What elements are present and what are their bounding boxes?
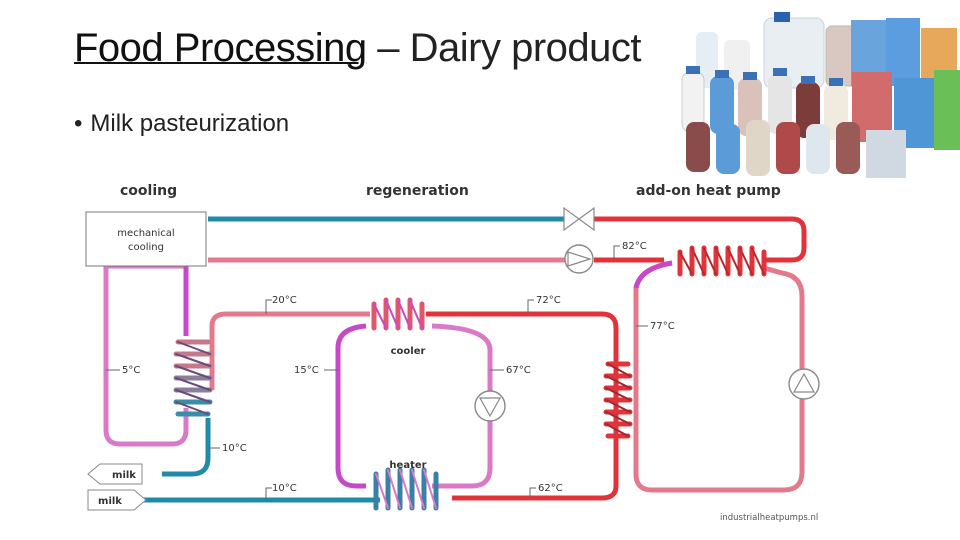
mechanical-cooling-label-1: mechanical bbox=[117, 228, 174, 239]
temp-15: 15°C bbox=[294, 365, 319, 376]
heater-coil bbox=[373, 467, 439, 511]
temp-72: 72°C bbox=[536, 295, 561, 306]
slide-title-main: Food Processing bbox=[74, 26, 367, 70]
label-heat-pump: add-on heat pump bbox=[636, 183, 781, 199]
label-heater: heater bbox=[389, 460, 426, 471]
temp-67: 67°C bbox=[506, 365, 531, 376]
pump-icon-right bbox=[788, 368, 820, 400]
intermediate-loop-left bbox=[335, 323, 367, 489]
temp-10-out: 10°C bbox=[222, 443, 247, 454]
slide-title: Food Processing – Dairy product bbox=[74, 26, 642, 71]
bullet-point: • Milk pasteurization bbox=[74, 110, 289, 138]
milk-in-arrow: milk bbox=[87, 489, 147, 511]
cooler-coil bbox=[371, 297, 425, 331]
cooling-coil bbox=[173, 339, 213, 417]
heat-pump-upper-pipe bbox=[592, 216, 807, 263]
milk-line-to-cooler bbox=[209, 311, 370, 390]
heater-outlet-line bbox=[452, 444, 619, 501]
milk-out-label: milk bbox=[112, 470, 136, 481]
pump-icon-middle bbox=[474, 390, 506, 422]
slide-title-rest: – Dairy product bbox=[366, 26, 641, 70]
milk-out-arrow: milk bbox=[87, 463, 143, 485]
label-cooler: cooler bbox=[391, 346, 426, 357]
temp-82: 82°C bbox=[622, 241, 647, 252]
temp-62: 62°C bbox=[538, 483, 563, 494]
temp-77: 77°C bbox=[650, 321, 675, 332]
label-cooling: cooling bbox=[120, 183, 177, 199]
heat-pump-condenser-coil bbox=[677, 245, 767, 277]
bullet-text: Milk pasteurization bbox=[90, 110, 290, 137]
pasteurization-diagram: mechanical cooling bbox=[85, 183, 820, 523]
temp-20: 20°C bbox=[272, 295, 297, 306]
pump-icon-top bbox=[564, 244, 594, 274]
temp-5: 5°C bbox=[122, 365, 140, 376]
milk-out-line bbox=[162, 418, 211, 477]
regenerator-coil bbox=[603, 361, 633, 439]
milk-in-label: milk bbox=[98, 496, 122, 507]
bullet-dot: • bbox=[74, 110, 83, 137]
dairy-products-photo bbox=[676, 12, 960, 184]
label-regeneration: regeneration bbox=[366, 183, 469, 199]
mechanical-cooling-label-2: cooling bbox=[128, 242, 164, 253]
valve-icon bbox=[563, 206, 595, 232]
temp-10-in: 10°C bbox=[272, 483, 297, 494]
mechanical-cooling-box bbox=[85, 211, 207, 267]
source-credit: industrialheatpumps.nl bbox=[720, 513, 818, 523]
cooling-loop bbox=[103, 263, 189, 447]
heat-pump-loop bbox=[633, 260, 805, 493]
